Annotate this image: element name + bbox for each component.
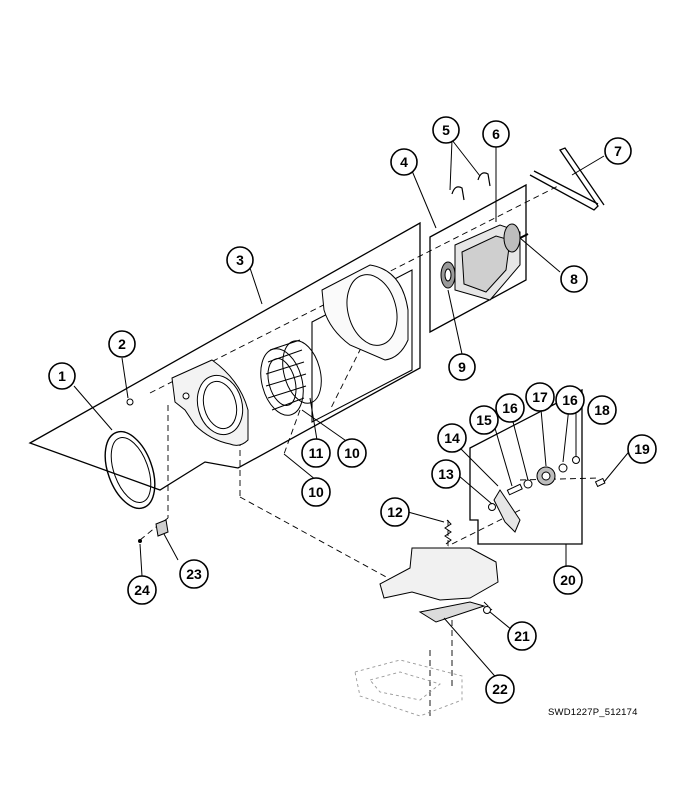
svg-text:24: 24 — [134, 582, 150, 598]
svg-text:18: 18 — [594, 402, 610, 418]
svg-text:14: 14 — [444, 430, 460, 446]
bracket-part-23 — [155, 519, 169, 537]
callouts: 1 2 3 4 5 6 7 8 9 10 10 11 12 13 14 15 1… — [48, 116, 657, 704]
idler-arm-part — [493, 489, 521, 533]
cabinet-base-ghost — [354, 659, 463, 717]
callout-22: 22 — [485, 674, 515, 704]
callout-12: 12 — [380, 497, 410, 527]
callout-10a: 10 — [337, 438, 367, 468]
callout-9: 9 — [448, 353, 476, 381]
drawing-reference-code: SWD1227P_512174 — [548, 707, 638, 718]
seal-ring-part — [104, 430, 156, 510]
callout-18: 18 — [587, 395, 617, 425]
callout-24: 24 — [127, 575, 157, 605]
callout-20: 20 — [553, 565, 583, 595]
screw-part-24 — [138, 539, 142, 543]
svg-text:1: 1 — [58, 368, 66, 384]
svg-text:22: 22 — [492, 681, 508, 697]
svg-text:20: 20 — [560, 572, 576, 588]
callout-1: 1 — [48, 362, 76, 390]
svg-text:17: 17 — [532, 389, 548, 405]
screw-part-2 — [126, 398, 134, 406]
callout-17: 17 — [525, 382, 555, 412]
svg-text:7: 7 — [614, 143, 622, 159]
spring-part — [444, 519, 452, 545]
svg-text:8: 8 — [570, 271, 578, 287]
svg-text:5: 5 — [442, 122, 450, 138]
idler-washer-13 — [488, 503, 496, 511]
svg-text:21: 21 — [514, 628, 530, 644]
motor-base-part — [379, 547, 499, 623]
motor-clamps-part — [451, 172, 491, 201]
idler-group-panel — [469, 388, 583, 545]
motor-group-panel — [429, 183, 527, 334]
callout-14: 14 — [437, 423, 467, 453]
svg-text:15: 15 — [476, 412, 492, 428]
svg-text:9: 9 — [458, 359, 466, 375]
callout-6: 6 — [482, 120, 510, 148]
svg-text:19: 19 — [634, 441, 650, 457]
callout-2: 2 — [108, 330, 136, 358]
drive-belt-part — [529, 147, 605, 211]
svg-text:3: 3 — [236, 252, 244, 268]
blower-housing-back-part — [321, 264, 409, 361]
blower-housing-group-panel — [28, 221, 421, 491]
idler-components — [488, 456, 606, 533]
callout-16a: 16 — [495, 393, 525, 423]
callout-19: 19 — [627, 434, 657, 464]
svg-text:13: 13 — [438, 466, 454, 482]
svg-text:16: 16 — [502, 400, 518, 416]
callout-15: 15 — [469, 405, 499, 435]
svg-text:16: 16 — [562, 392, 578, 408]
callout-10b: 10 — [301, 477, 331, 507]
blower-housing-front-part — [171, 359, 249, 446]
callout-16b: 16 — [555, 385, 585, 415]
callout-13: 13 — [431, 459, 461, 489]
leader-lines — [73, 139, 633, 683]
svg-text:6: 6 — [492, 126, 500, 142]
idler-washer-16a — [523, 479, 533, 489]
idler-nut-18 — [572, 456, 580, 464]
callout-3: 3 — [226, 246, 254, 274]
idler-bolt-19 — [594, 477, 606, 488]
svg-text:4: 4 — [400, 154, 408, 170]
idler-washer-16b — [558, 463, 568, 473]
callout-11: 11 — [301, 438, 331, 468]
svg-text:11: 11 — [309, 445, 324, 461]
svg-text:10: 10 — [308, 484, 324, 500]
svg-text:12: 12 — [387, 504, 403, 520]
blower-wheel-part — [260, 339, 322, 416]
callout-23: 23 — [179, 559, 209, 589]
idler-shaft-15 — [506, 483, 523, 496]
motor-part — [440, 223, 529, 301]
callout-21: 21 — [507, 621, 537, 651]
svg-text:10: 10 — [344, 445, 360, 461]
svg-text:23: 23 — [186, 566, 202, 582]
svg-text:2: 2 — [118, 336, 126, 352]
callout-7: 7 — [604, 137, 632, 165]
callout-8: 8 — [560, 265, 588, 293]
callout-4: 4 — [390, 148, 418, 176]
callout-5: 5 — [432, 116, 460, 144]
